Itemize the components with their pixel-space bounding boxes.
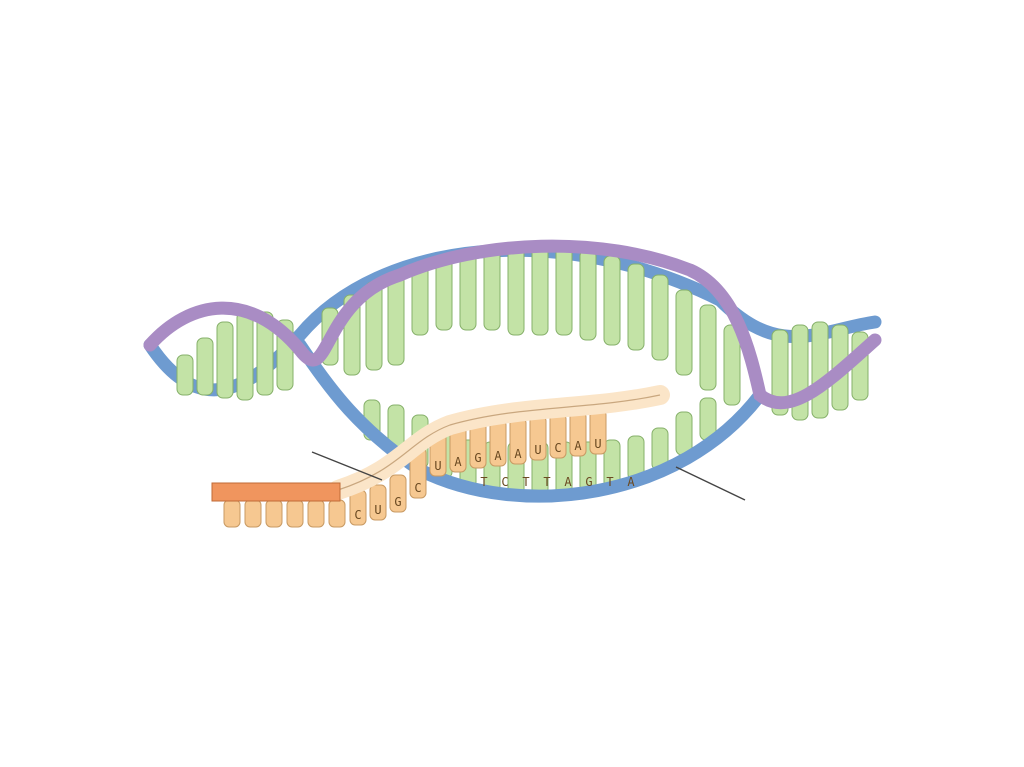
rna-base-letter: C bbox=[414, 481, 421, 495]
rna-base-letter: A bbox=[454, 455, 462, 469]
template-base-letter: T bbox=[606, 475, 613, 489]
rna-base bbox=[328, 499, 346, 528]
template-base bbox=[675, 411, 693, 456]
dna-base-pairs bbox=[176, 243, 869, 496]
dna-base bbox=[459, 249, 477, 331]
dna-base bbox=[176, 354, 194, 396]
dna-base bbox=[196, 337, 214, 396]
dna-base bbox=[699, 304, 717, 391]
dna-base bbox=[236, 311, 254, 401]
template-base-letter: A bbox=[564, 475, 572, 489]
rna-base-labeled bbox=[389, 474, 407, 513]
dna-base bbox=[651, 274, 669, 361]
rna-base-letter: A bbox=[494, 449, 502, 463]
template-base-letter: T bbox=[480, 475, 487, 489]
rna-base-letter: A bbox=[574, 439, 582, 453]
rna-backbone-outline bbox=[337, 394, 661, 491]
rna-backbone-old bbox=[211, 482, 341, 502]
rna-base-letter: G bbox=[474, 451, 481, 465]
rna-base bbox=[307, 499, 325, 528]
dna-base bbox=[675, 289, 693, 376]
dna-base bbox=[387, 271, 405, 366]
dna-base bbox=[256, 311, 274, 396]
rna-base-letter: U bbox=[534, 443, 541, 457]
rna-base-letter: G bbox=[394, 495, 401, 509]
rna-base-letter: A bbox=[514, 447, 522, 461]
rna-base bbox=[223, 499, 241, 528]
template-base-letter: T bbox=[543, 475, 550, 489]
rna-base-letter: U bbox=[434, 459, 441, 473]
dna-base bbox=[531, 243, 549, 336]
dna-base bbox=[555, 245, 573, 336]
dna-base bbox=[627, 263, 645, 351]
dna-strand-front bbox=[143, 239, 882, 410]
dna-base bbox=[483, 245, 501, 331]
rna-base-letter: U bbox=[594, 437, 601, 451]
rna-bases bbox=[223, 409, 607, 528]
rna-base-letter: U bbox=[374, 503, 381, 517]
dna-base bbox=[811, 321, 829, 419]
pointer-line-rna bbox=[311, 451, 383, 481]
dna-base bbox=[771, 329, 789, 416]
template-base-letter: A bbox=[627, 475, 635, 489]
rna-base-letter: C bbox=[554, 441, 561, 455]
dna-base bbox=[507, 243, 525, 336]
template-base-letter: C bbox=[501, 475, 508, 489]
rna-base bbox=[265, 499, 283, 528]
rna-base-letter: C bbox=[354, 508, 361, 522]
template-strand bbox=[293, 338, 767, 503]
dna-base bbox=[603, 255, 621, 346]
template-base-letter: T bbox=[522, 475, 529, 489]
dna-base bbox=[579, 249, 597, 341]
rna-base bbox=[244, 499, 262, 528]
pointer-line-template bbox=[675, 466, 746, 501]
dna-base bbox=[216, 321, 234, 399]
rna-base bbox=[286, 499, 304, 528]
template-base-letter: G bbox=[585, 475, 592, 489]
rna-base-labeled bbox=[369, 484, 387, 521]
